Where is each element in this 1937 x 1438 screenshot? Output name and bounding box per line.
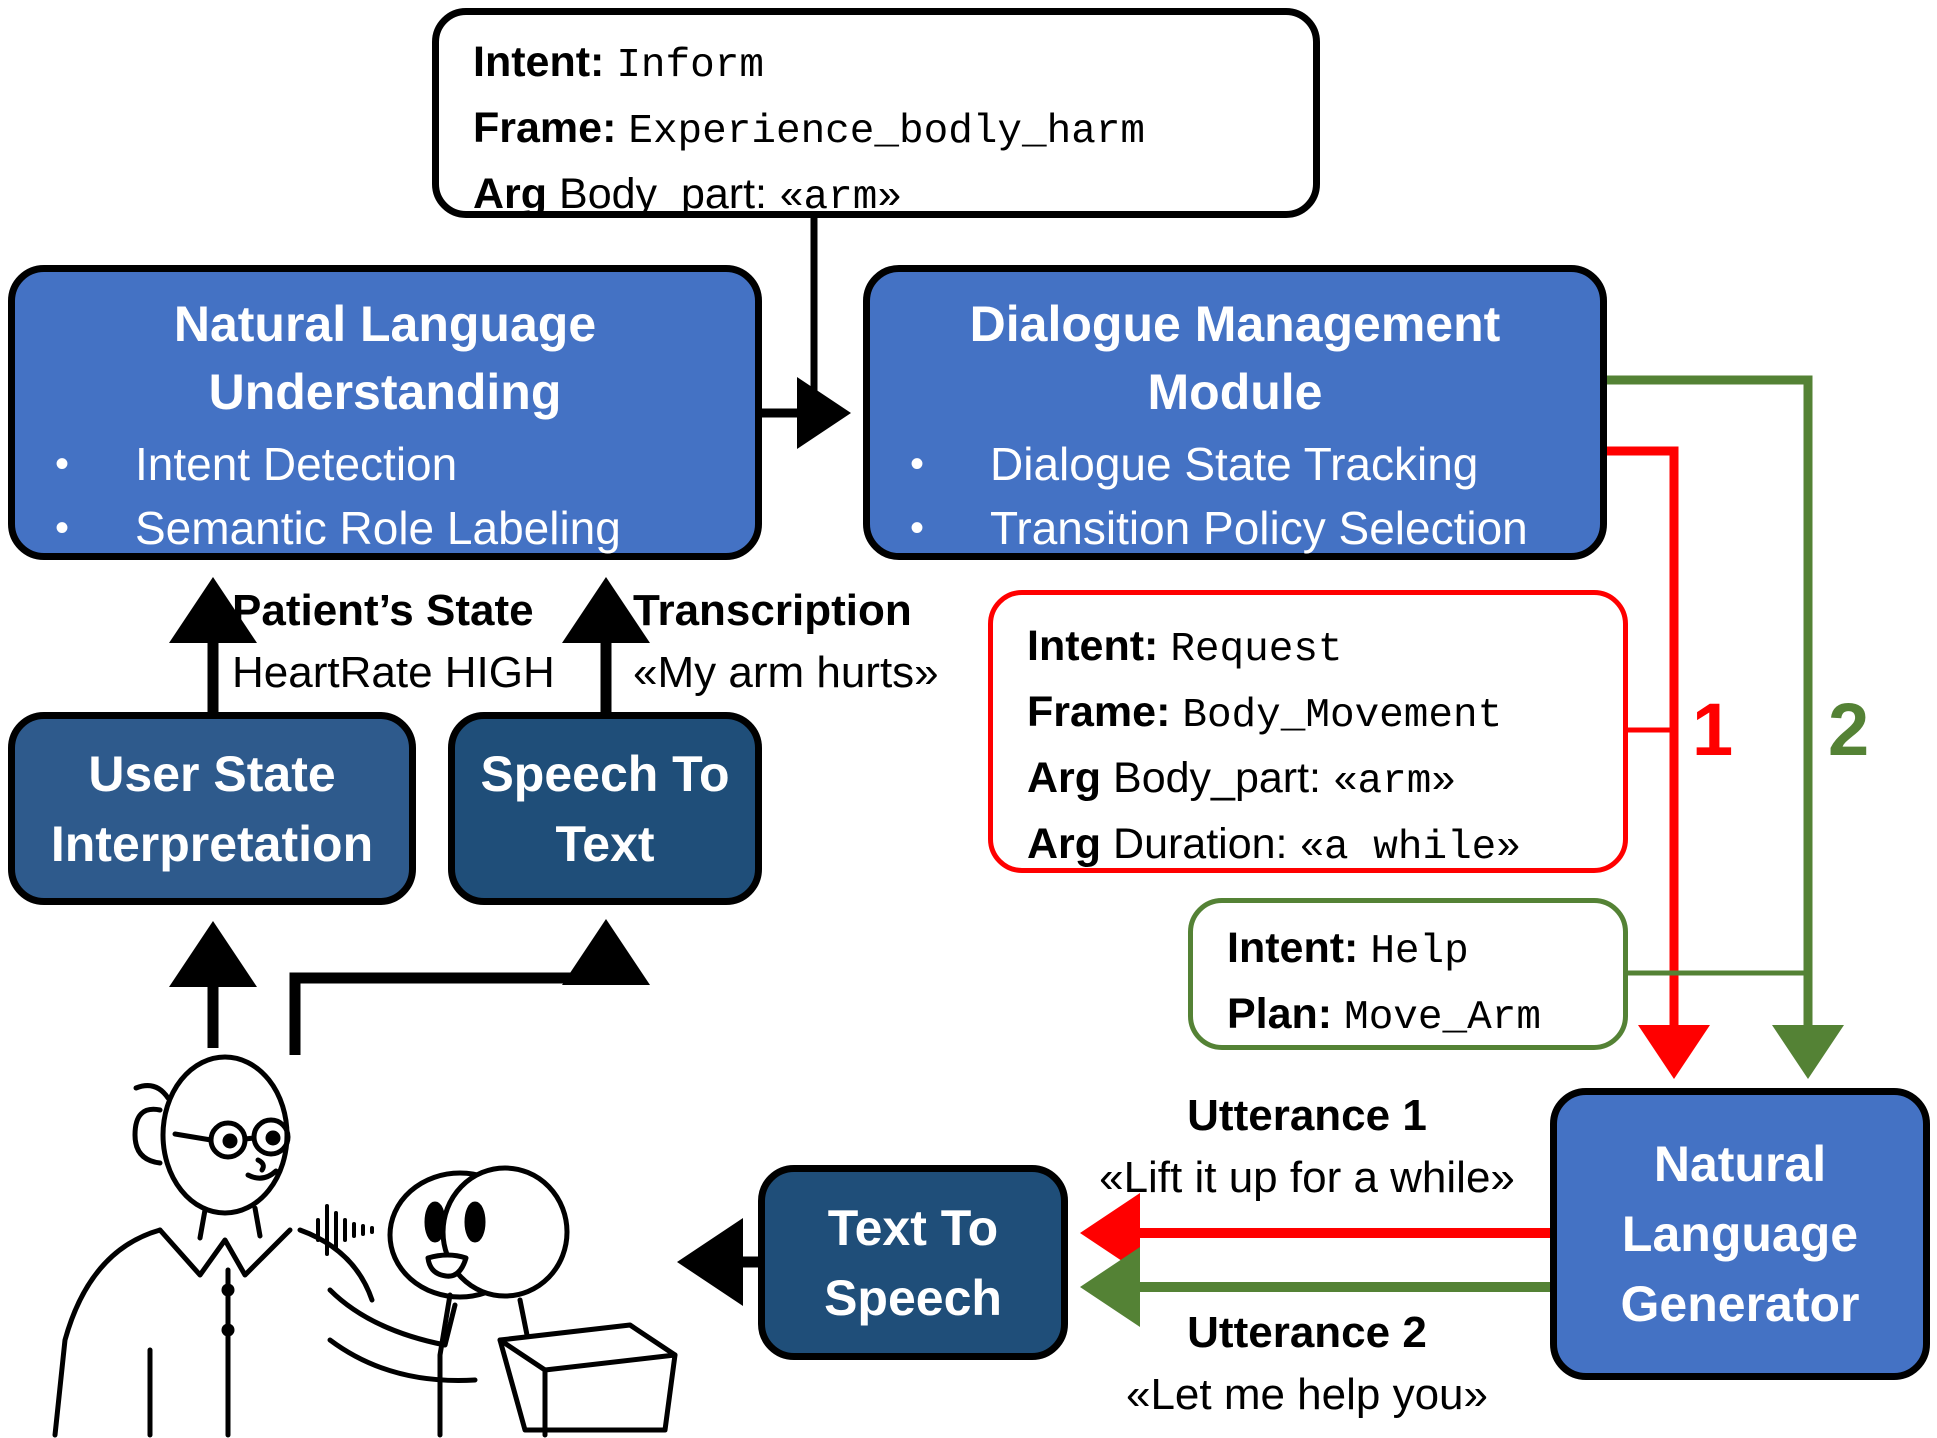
dm-item-policy-selection: Transition Policy Selection [910,496,1600,560]
nlu-capabilities: Intent Detection Semantic Role Labeling [15,432,755,560]
dm-module: Dialogue Management Module Dialogue Stat… [863,265,1607,560]
arg-key: Arg [473,170,548,218]
nlu-item-semantic-role-labeling: Semantic Role Labeling [55,496,755,560]
arg-name: Body_part: [1113,754,1321,802]
utterance2-label: Utterance 2 «Let me help you» [1125,1308,1489,1419]
dm-item-state-tracking: Dialogue State Tracking [910,432,1600,496]
arg-name: Duration: [1113,820,1288,868]
patient-state-label: Patient’s State HeartRate HIGH [232,586,555,697]
plan-key: Plan: [1227,990,1333,1038]
sound-wave-icon [316,1204,374,1256]
path-number-2: 2 [1828,688,1870,771]
arg-value: «arm» [1332,759,1456,805]
intent-key: Intent: [1027,622,1159,670]
intent-value: Inform [616,43,764,89]
arg-value: «arm» [778,175,902,221]
arg-key: Arg [1027,754,1102,802]
dm-title: Dialogue Management Module [969,296,1501,420]
red-path [1607,446,1710,1079]
arg-name: Body_part: [559,170,767,218]
person-to-stt-arrow [289,919,650,1055]
frame-key: Frame: [473,104,617,152]
nlu-item-intent-detection: Intent Detection [55,432,755,496]
green-semantic-frame: Intent: Help Plan: Move_Arm [1188,898,1628,1050]
nlu-module: Natural Language Understanding Intent De… [8,265,762,560]
green-path [1607,375,1844,1079]
intent-value: Help [1370,929,1469,975]
utterance1-label: Utterance 1 «Lift it up for a while» [1099,1091,1515,1202]
intent-key: Intent: [473,38,605,86]
red-semantic-frame: Intent: Request Frame: Body_Movement Arg… [988,590,1628,873]
frame-value: Experience_bodly_harm [628,109,1146,155]
frame-key: Frame: [1027,688,1171,736]
intent-value: Request [1170,627,1343,673]
arg-key: Arg [1027,820,1102,868]
top-semantic-frame: Intent: Inform Frame: Experience_bodly_h… [432,8,1320,221]
person-robot-illustration [52,1054,678,1438]
frame-value: Body_Movement [1182,693,1503,739]
path-number-1: 1 [1692,688,1734,771]
intent-key: Intent: [1227,924,1359,972]
arg-value: «a while» [1299,825,1521,871]
plan-value: Move_Arm [1344,995,1541,1041]
dm-capabilities: Dialogue State Tracking Transition Polic… [870,432,1600,560]
transcription-label: Transcription «My arm hurts» [633,586,939,697]
nlu-title: Natural Language Understanding [173,296,597,420]
